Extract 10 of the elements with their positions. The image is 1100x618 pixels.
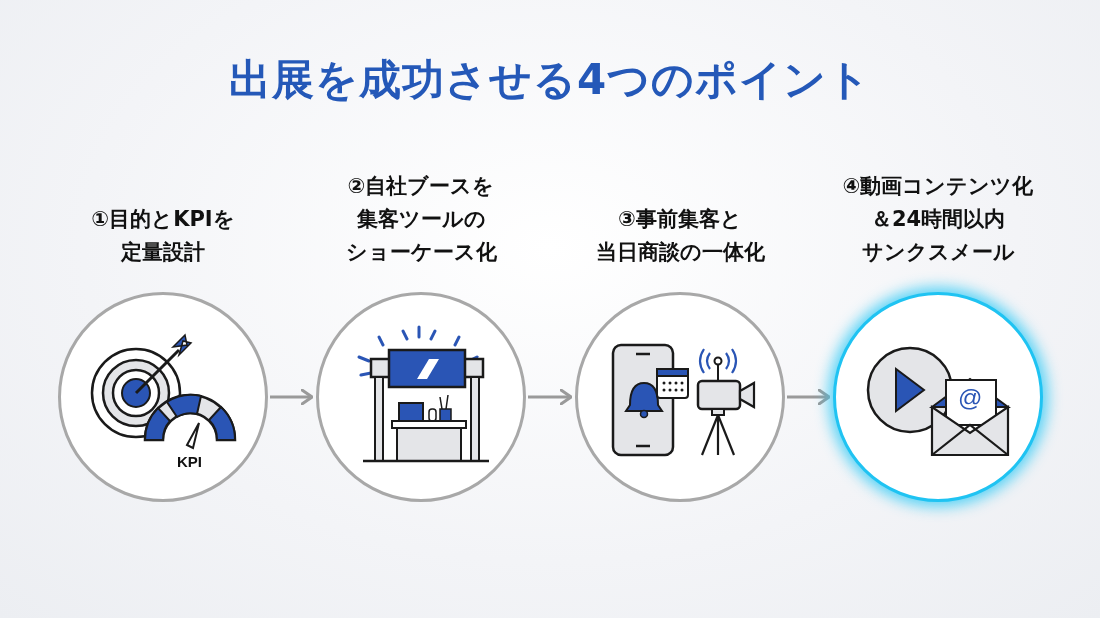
step-heading: ①目的とKPIを定量設計 xyxy=(90,206,236,266)
arrow xyxy=(528,388,573,406)
gauge-label: KPI xyxy=(177,453,202,470)
at-sign: @ xyxy=(958,384,983,412)
arrow xyxy=(787,388,831,406)
step-heading: ④動画コンテンツ化＆24時間以内サンクスメール xyxy=(841,173,1035,266)
title: 出展を成功させる4つのポイント xyxy=(227,54,873,106)
arrow xyxy=(270,388,314,406)
step-heading: ②自社ブースを集客ツールのショーケース化 xyxy=(344,173,498,266)
step-heading: ③事前集客と当日商談の一体化 xyxy=(594,206,766,266)
